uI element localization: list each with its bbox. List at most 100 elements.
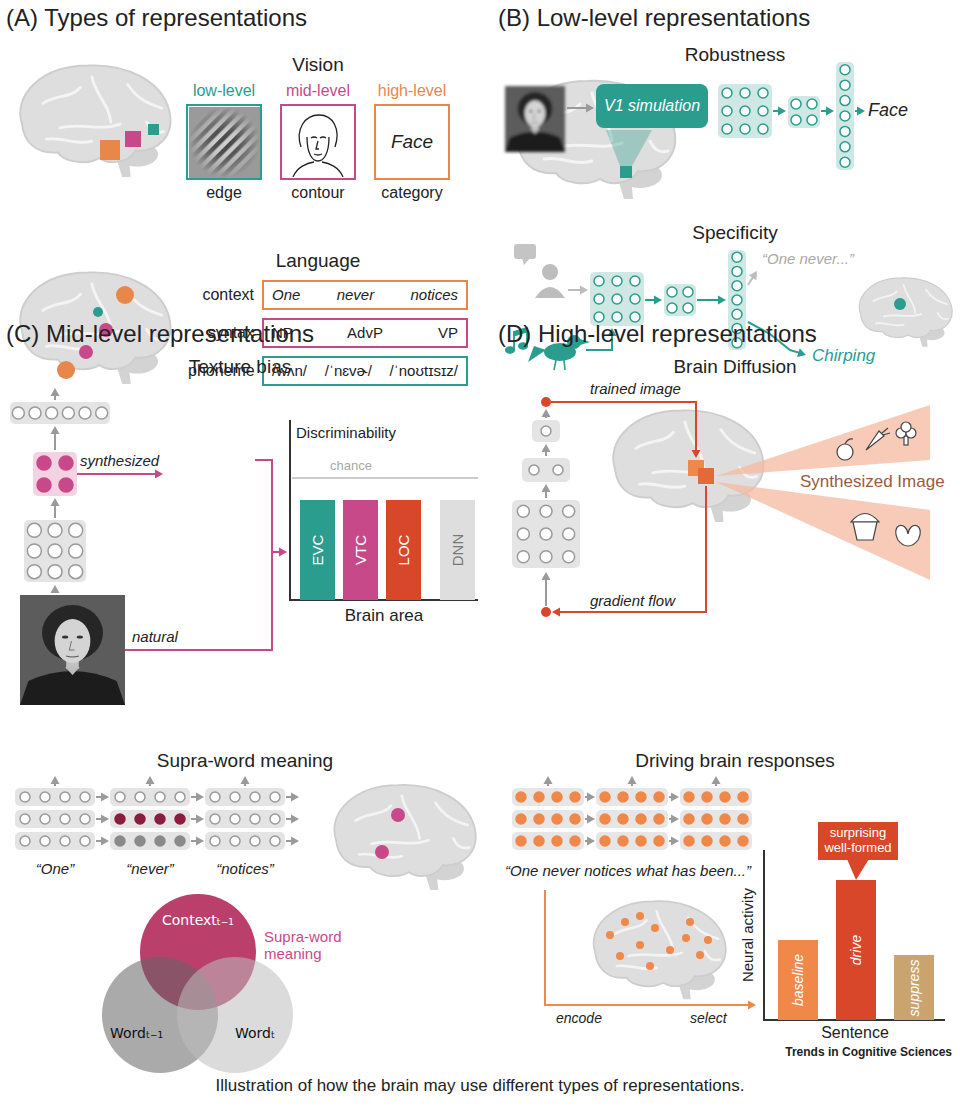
unit [250, 792, 260, 802]
unit [702, 814, 712, 824]
language-level-row: contextOne never notices [188, 280, 470, 310]
person-head [542, 264, 558, 280]
arrow-line [645, 299, 655, 301]
unit [40, 814, 50, 824]
mid-level-marker [125, 131, 141, 147]
unit [62, 407, 74, 419]
unit [552, 792, 562, 802]
unit [683, 303, 693, 313]
arrow-head [712, 776, 721, 784]
auditory-marker [894, 298, 906, 310]
arrow-head [718, 296, 726, 305]
layer-box [205, 832, 285, 850]
chart-axes [290, 420, 478, 600]
bar-label: VTC [352, 535, 369, 565]
bar: baseline [778, 940, 818, 1020]
arrow-head [580, 286, 588, 295]
drawing-part [293, 115, 343, 177]
unit [46, 407, 58, 419]
layer-box [680, 810, 752, 828]
bar: suppress [894, 955, 934, 1020]
arrow-line [697, 299, 719, 301]
unit [720, 836, 730, 846]
layer-box [15, 810, 95, 828]
layer-box [205, 788, 285, 806]
drawing-part [189, 107, 260, 178]
panel-title: (C) Mid-level representations [6, 320, 314, 348]
arrow-head [51, 585, 60, 593]
texture-patch [210, 460, 255, 505]
unit [210, 814, 220, 824]
arrow-head [749, 271, 757, 280]
unit [517, 551, 529, 563]
arrow-head [542, 409, 551, 417]
unit [738, 836, 748, 846]
unit [29, 407, 41, 419]
low-level-marker [148, 124, 159, 135]
arrow-head [587, 837, 595, 846]
layer-box [512, 810, 584, 828]
layer-box [596, 810, 668, 828]
unit [722, 124, 732, 134]
simulation-name: V1 simulation [604, 97, 700, 115]
circle-shape [177, 957, 293, 1073]
arrow-head [586, 104, 594, 113]
bar-label: drive [848, 935, 864, 965]
arrow-head [101, 793, 109, 802]
unit [60, 814, 70, 824]
unit [722, 106, 732, 116]
context-marker [57, 361, 75, 379]
annotation: encode [556, 1010, 602, 1026]
panel-title: (A) Types of representations [6, 4, 307, 32]
unit [594, 276, 604, 286]
unit [594, 294, 604, 304]
layer-box [718, 84, 772, 138]
unit [37, 478, 51, 492]
unit [541, 426, 551, 436]
arrow-head [291, 793, 299, 802]
arrow-line [748, 277, 753, 285]
comparison-line [125, 460, 272, 650]
unit [115, 836, 125, 846]
unit [27, 544, 41, 558]
synthesis-cone [716, 482, 930, 580]
annotation: “One” [36, 860, 74, 877]
section-title: Supra-word meaning [157, 750, 333, 772]
unit [115, 814, 125, 824]
layer-box [590, 272, 644, 326]
unit [210, 836, 220, 846]
unit [40, 792, 50, 802]
unit [80, 792, 90, 802]
response-dot [646, 962, 654, 970]
unit [740, 88, 750, 98]
unit [517, 505, 529, 517]
bar: drive [836, 880, 876, 1020]
unit [517, 528, 529, 540]
chart-axes [764, 850, 945, 1020]
drawing-part [307, 137, 329, 161]
unit [654, 792, 664, 802]
unit [516, 836, 526, 846]
unit [175, 814, 185, 824]
annotation: Discriminability [296, 424, 396, 441]
response-dot [651, 924, 659, 932]
level-heading: low-level [193, 82, 255, 100]
unit [840, 142, 850, 152]
drawing-part [866, 431, 884, 450]
arrow-head [748, 1001, 756, 1010]
level-box: Face [374, 104, 450, 180]
layer-box [10, 402, 110, 424]
level-caption: contour [291, 184, 344, 202]
unit [552, 836, 562, 846]
response-dot [704, 936, 712, 944]
layer-box [110, 788, 190, 806]
section-title: Driving brain responses [635, 750, 835, 772]
unit [80, 836, 90, 846]
output-dot [541, 607, 551, 617]
unit [270, 814, 280, 824]
drawing-part [528, 346, 546, 362]
person-body [535, 287, 565, 298]
context-marker [116, 286, 134, 304]
blurred-photo [505, 86, 565, 152]
arrow-head [628, 776, 637, 784]
